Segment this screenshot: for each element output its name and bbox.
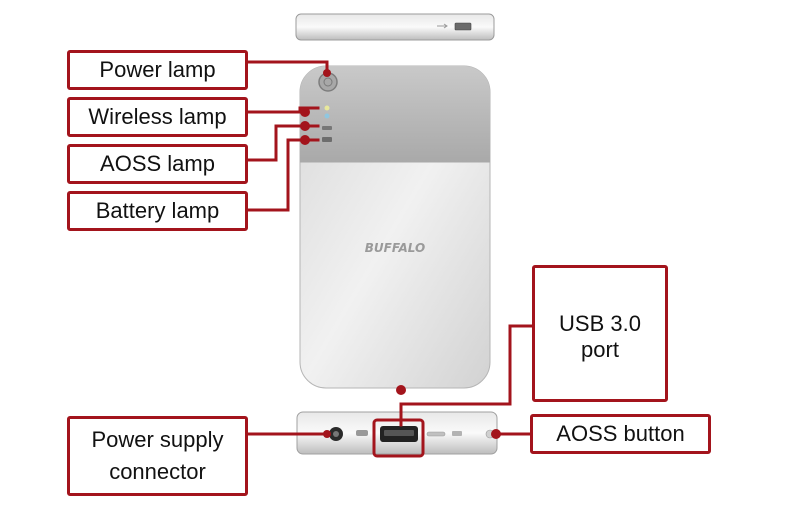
aoss-button-label: AOSS button — [530, 414, 711, 454]
power-lamp-label: Power lamp — [67, 50, 248, 90]
wireless-lamp-icon — [324, 105, 330, 111]
aoss-button-marker — [491, 429, 501, 439]
usb-port-text-line2: port — [581, 336, 619, 362]
wireless-lamp-label: Wireless lamp — [67, 97, 248, 137]
device-top-edge — [295, 13, 495, 41]
usb-symbol-icon — [437, 23, 448, 29]
usb-port-label: USB 3.0 port — [532, 265, 668, 402]
aoss-button-text: AOSS button — [556, 421, 685, 446]
aoss-lamp-icon — [322, 126, 332, 130]
aoss-lamp-label: AOSS lamp — [67, 144, 248, 184]
power-supply-marker — [323, 430, 331, 438]
usb-a-port-icon — [454, 22, 472, 31]
wireless-lamp-marker — [300, 107, 310, 117]
power-supply-text-line2: connector — [109, 459, 206, 484]
wireless-lamp-secondary-icon — [324, 113, 330, 119]
leader-usb-port — [399, 324, 534, 427]
wireless-lamp-text: Wireless lamp — [88, 104, 227, 129]
power-lamp-text: Power lamp — [99, 57, 216, 82]
usb-port-text-line1: USB 3.0 — [559, 310, 641, 336]
power-lamp-marker — [323, 69, 331, 77]
leader-aoss-lamp — [246, 124, 320, 162]
aoss-lamp-marker — [300, 121, 310, 131]
battery-lamp-icon — [322, 137, 332, 142]
battery-lamp-text: Battery lamp — [95, 198, 220, 223]
aoss-lamp-text: AOSS lamp — [100, 151, 215, 176]
usb-port-marker — [396, 385, 406, 395]
battery-lamp-label: Battery lamp — [67, 191, 248, 231]
usb-port-highlight — [372, 418, 425, 458]
battery-lamp-marker — [300, 135, 310, 145]
brand-logo: BUFFALO — [365, 241, 425, 255]
power-supply-text-line1: Power supply — [91, 427, 224, 452]
device-front: BUFFALO — [299, 65, 491, 389]
leader-wireless-lamp — [246, 106, 320, 114]
power-supply-connector-label: Power supply connector — [67, 416, 248, 496]
device-bottom-edge — [296, 411, 498, 455]
